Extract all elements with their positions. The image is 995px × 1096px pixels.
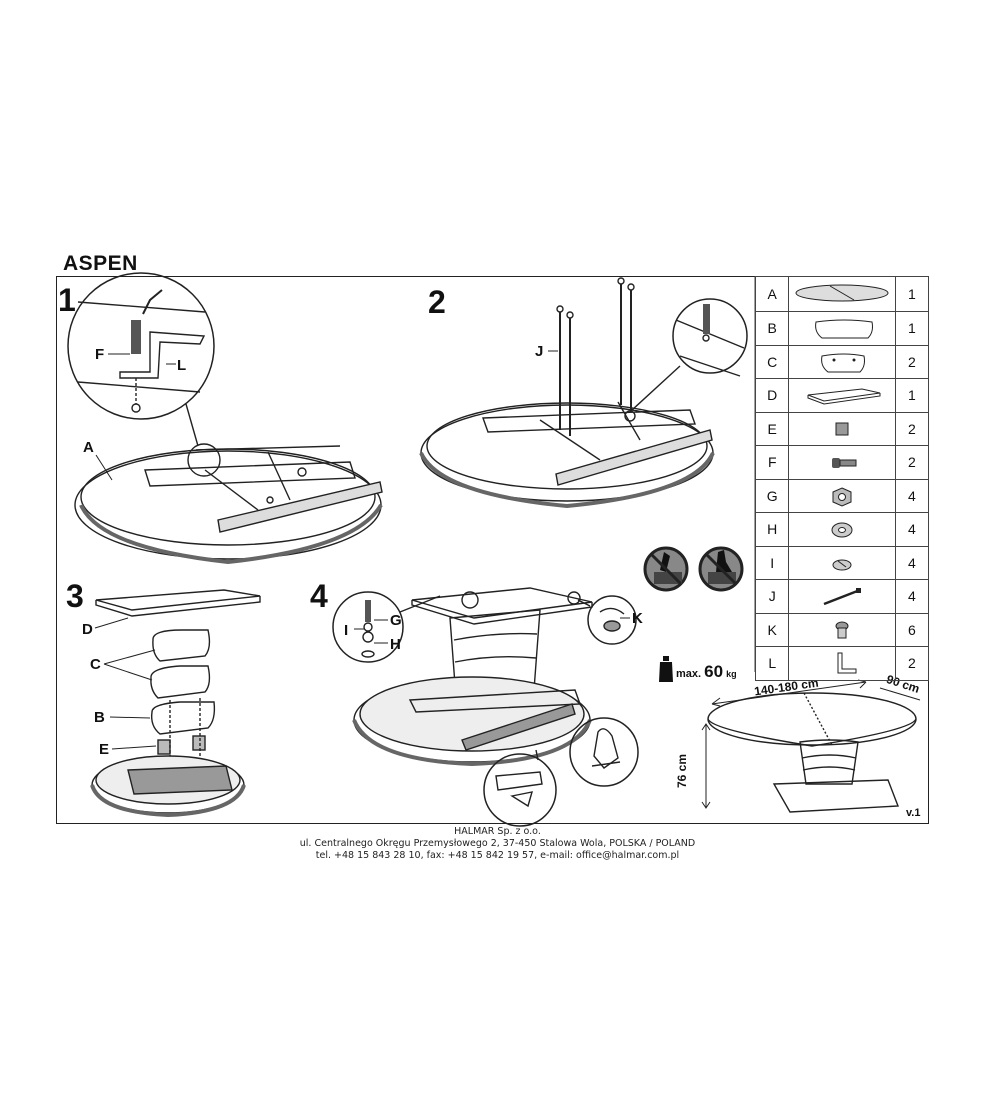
callout-g: G — [390, 612, 402, 629]
nut-icon — [832, 487, 852, 507]
part-letter: B — [754, 311, 790, 346]
step-number-4: 4 — [310, 578, 328, 614]
base-column-icon — [815, 319, 874, 339]
leveling-foot-icon — [835, 621, 849, 639]
step-number-3: 3 — [66, 578, 84, 614]
step2-detail-magnifier — [631, 298, 748, 411]
part-quantity: 6 — [894, 612, 930, 647]
connector-block-icon — [835, 422, 849, 436]
step-number-1: 1 — [58, 282, 76, 318]
callout-b: B — [94, 709, 105, 726]
part-letter: J — [754, 579, 790, 614]
part-quantity: 2 — [894, 646, 930, 681]
part-quantity: 4 — [894, 545, 930, 580]
part-quantity: 4 — [894, 512, 930, 547]
no-standing-on-table-icon — [643, 546, 689, 592]
version-label: v.1 — [906, 807, 921, 819]
part-quantity: 1 — [894, 311, 930, 346]
step1-detail-magnifier — [67, 272, 221, 477]
step1-tabletop-underside — [74, 445, 383, 565]
part-letter: H — [754, 512, 790, 547]
step4-detail-magnifiers — [332, 591, 639, 827]
part-letter: I — [754, 545, 790, 580]
callout-f: F — [95, 346, 105, 363]
part-quantity: 2 — [894, 344, 930, 379]
part-letter: E — [754, 411, 790, 446]
spring-washer-icon — [832, 559, 852, 571]
part-quantity: 1 — [894, 276, 930, 312]
screw-icon — [832, 458, 857, 469]
part-letter: L — [754, 646, 790, 681]
part-letter: A — [754, 276, 790, 312]
max-load: max. 60 kg — [676, 662, 737, 682]
part-quantity: 2 — [894, 411, 930, 446]
callout-d: D — [82, 621, 93, 638]
part-letter: C — [754, 344, 790, 379]
part-letter: F — [754, 445, 790, 480]
part-quantity: 1 — [894, 378, 930, 413]
footer-company: HALMAR Sp. z o.o. — [454, 826, 541, 837]
dimension-drawing — [701, 679, 921, 813]
washer-icon — [831, 522, 853, 538]
callout-a: A — [83, 439, 94, 456]
max-load-unit: kg — [726, 669, 737, 679]
part-letter: D — [754, 378, 790, 413]
max-load-prefix: max. — [676, 668, 702, 680]
tabletop-oval-icon — [795, 284, 889, 302]
dimension-height: 76 cm — [675, 753, 689, 788]
callout-e: E — [99, 741, 110, 758]
instruction-sheet — [56, 276, 929, 824]
footer: HALMAR Sp. z o.o. ul. Centralnego Okręgu… — [0, 826, 995, 862]
part-letter: G — [754, 478, 790, 513]
max-load-value: 60 — [704, 662, 724, 681]
threaded-rod-icon — [823, 588, 862, 606]
column-ring-icon — [821, 353, 866, 373]
base-plate-icon — [807, 388, 881, 405]
footer-contact: tel. +48 15 843 28 10, fax: +48 15 842 1… — [315, 850, 680, 861]
part-quantity: 2 — [894, 445, 930, 480]
callout-c: C — [90, 656, 101, 673]
callout-h: H — [390, 636, 401, 653]
step3-exploded-base — [90, 589, 261, 818]
footer-address: ul. Centralnego Okręgu Przemysłowego 2, … — [299, 838, 696, 849]
step-number-2: 2 — [428, 284, 446, 320]
step2-tabletop-with-rods — [419, 277, 715, 509]
bracket-icon — [837, 652, 857, 674]
step4-assembled-table — [352, 587, 593, 767]
part-quantity: 4 — [894, 478, 930, 513]
no-sitting-on-table-icon — [698, 546, 744, 592]
callout-i: I — [344, 622, 349, 639]
callout-k: K — [632, 610, 643, 627]
document-title: ASPEN — [63, 252, 138, 275]
part-letter: K — [754, 612, 790, 647]
callout-j: J — [535, 343, 544, 360]
callout-l: L — [177, 357, 187, 374]
weight-icon — [659, 656, 673, 682]
part-quantity: 4 — [894, 579, 930, 614]
